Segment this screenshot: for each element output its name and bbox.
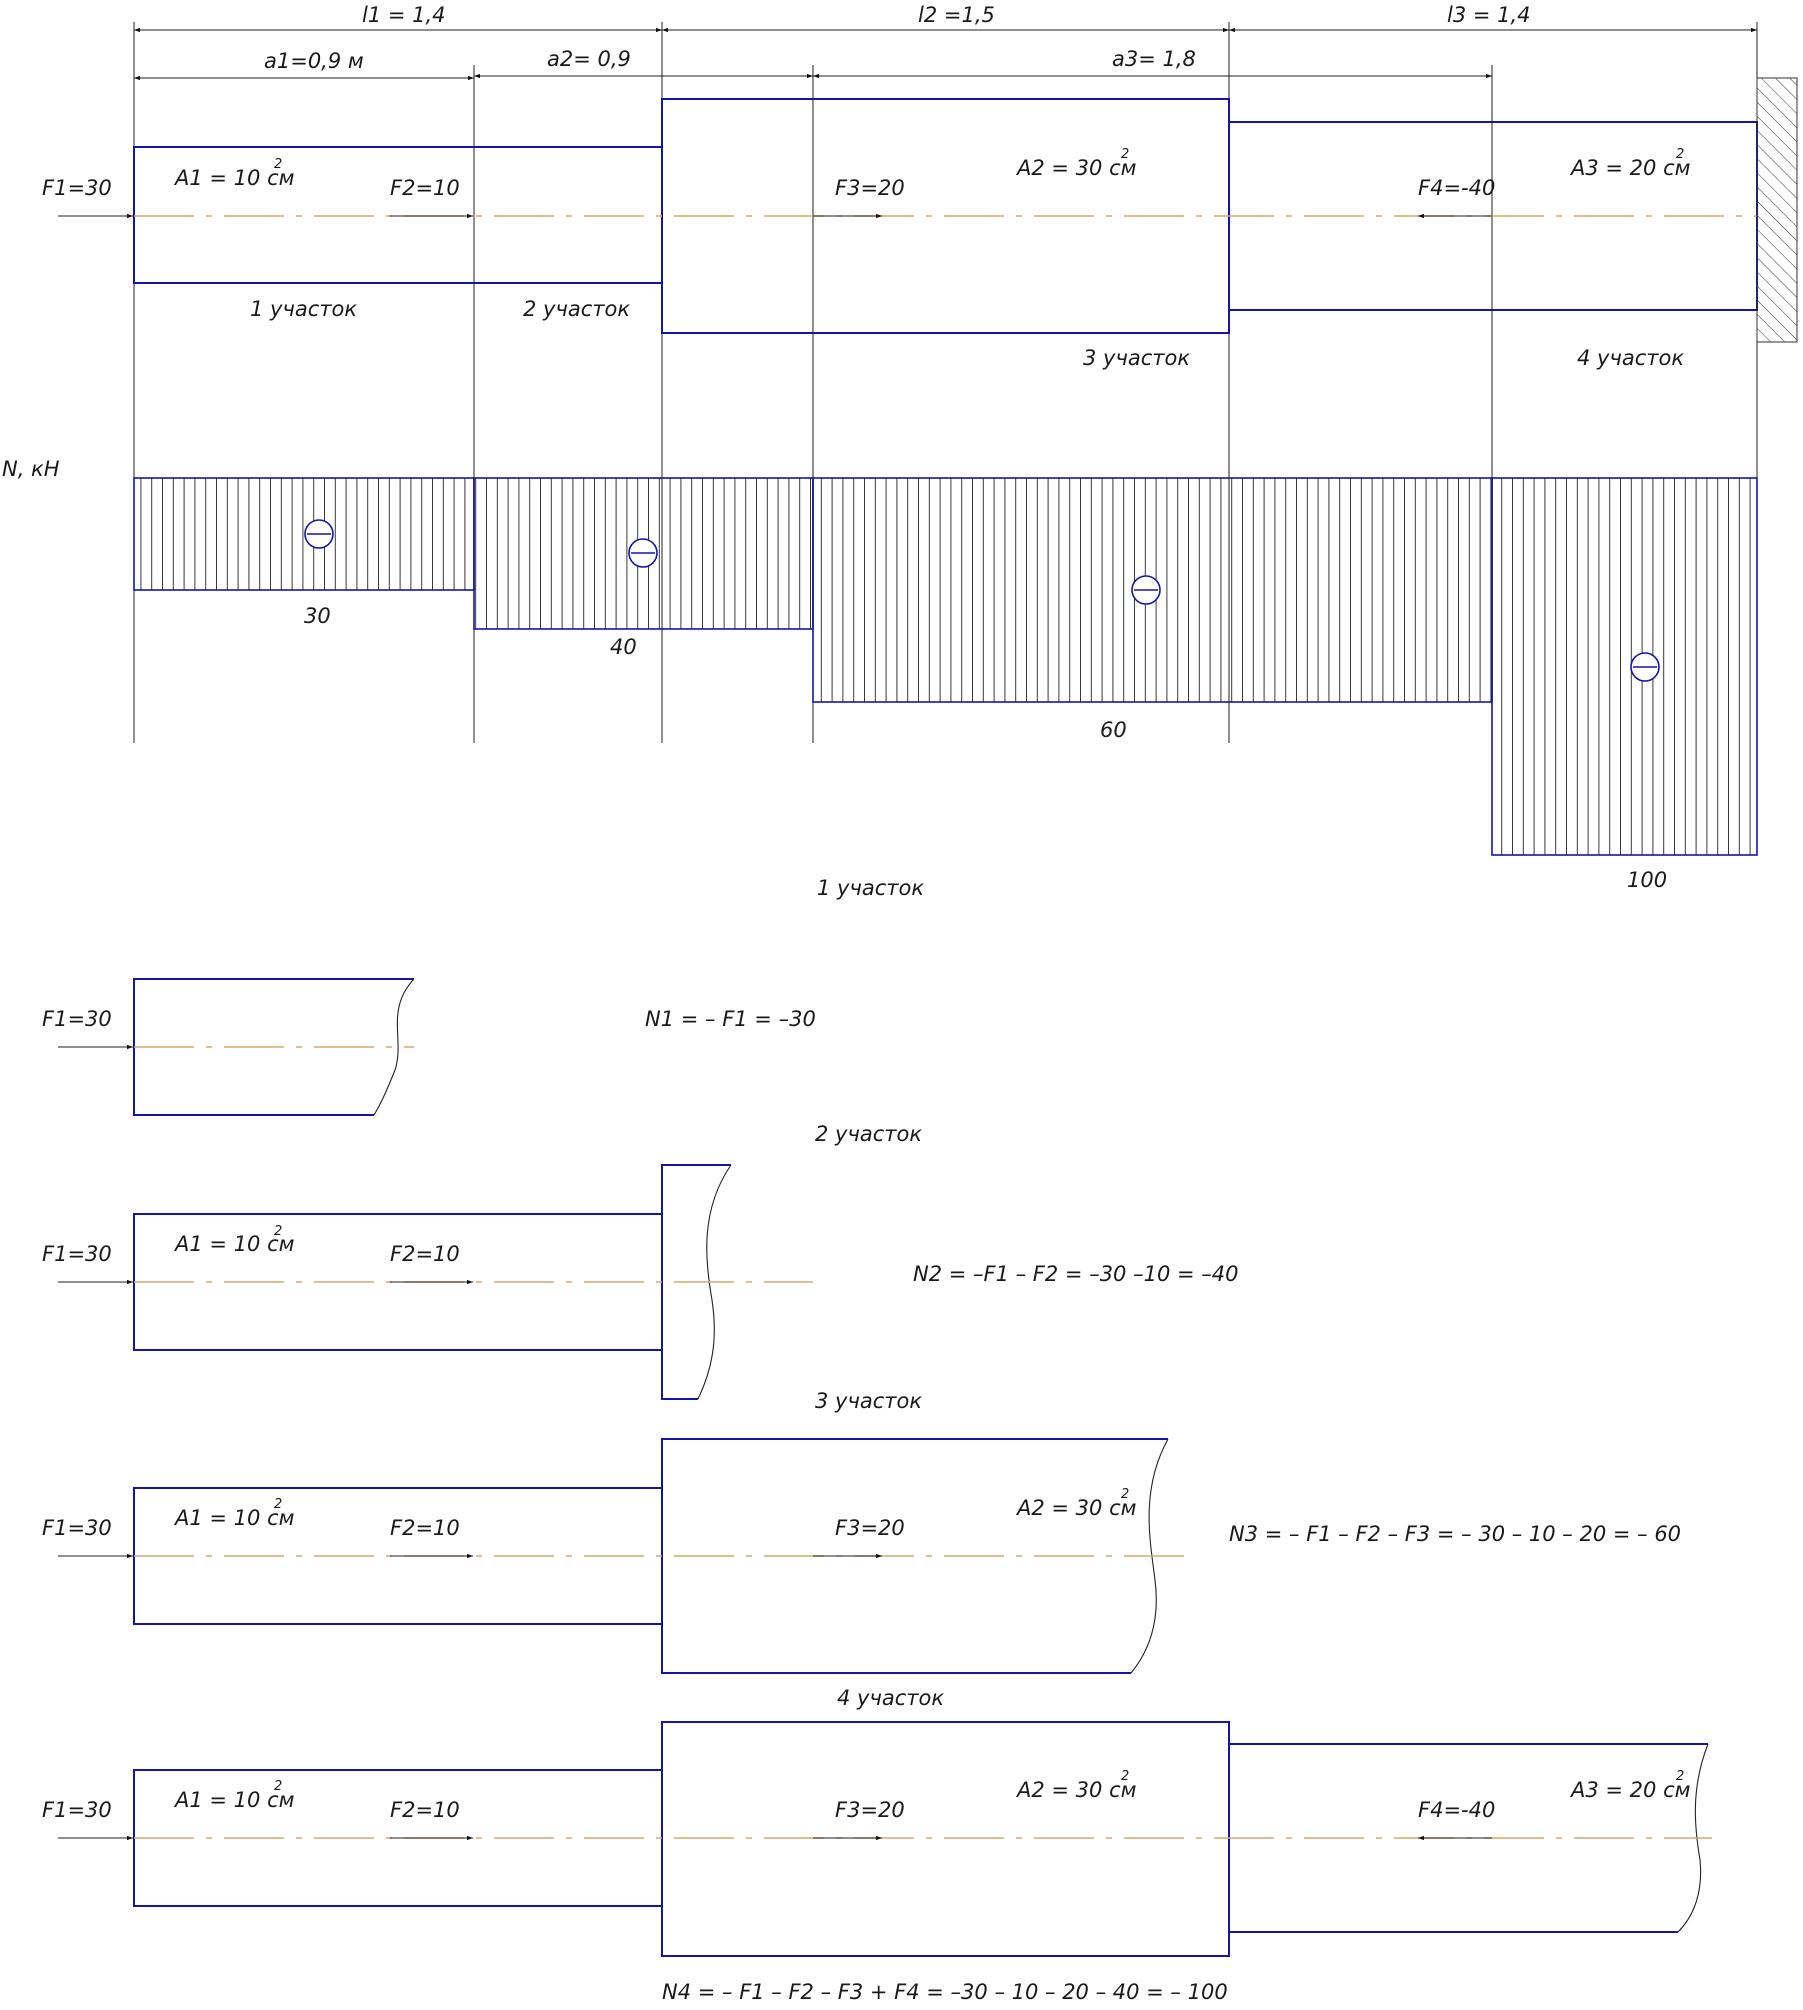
equation-n3: N3 = – F1 – F2 – F3 = – 30 – 10 – 20 = –…: [1229, 1522, 1681, 1546]
section-2-force-f2: F2=10: [390, 1242, 460, 1266]
force-f4: F4=-40: [1418, 176, 1495, 200]
dim-a3: a3= 1,8: [1112, 47, 1196, 71]
section-2-cut: 2 участок F1=30 F2=10 A1 = 10 см 2 N2 = …: [42, 1122, 1238, 1400]
section-4-force-f2: F2=10: [390, 1798, 460, 1822]
section-4-force-f3: F3=20: [835, 1798, 905, 1822]
fixed-support-wall: [1756, 77, 1798, 343]
section-4-cut: 4 участок F1=30 F2=10 F3=20 F4=-40 A1 = …: [42, 1686, 1712, 2004]
section-label-4: 4 участок: [1577, 346, 1684, 370]
section-4-title: 4 участок: [837, 1686, 944, 1710]
area-a3: A3 = 20 см: [1569, 156, 1691, 180]
area-a2: A2 = 30 см: [1015, 156, 1137, 180]
equation-n2: N2 = –F1 – F2 = –30 –10 = –40: [913, 1262, 1238, 1286]
section-4-area-a2-exp: 2: [1121, 1769, 1129, 1784]
section-3-area-a2-exp: 2: [1121, 1487, 1129, 1502]
dim-a1: a1=0,9 м: [264, 49, 364, 73]
section-label-3: 3 участок: [1083, 346, 1190, 370]
main-scheme: l1 = 1,4 l2 =1,5 l3 = 1,4 a1=0,9 м a2= 0…: [42, 3, 1798, 855]
epure-value-2: 40: [610, 635, 637, 659]
epure-value-1: 30: [304, 604, 331, 628]
section-3-title: 3 участок: [815, 1389, 922, 1413]
section-4-area-a3-exp: 2: [1676, 1769, 1684, 1784]
minus-sign-icon: [304, 519, 1660, 682]
section-4-area-a1-exp: 2: [274, 1779, 282, 1794]
dim-l3: l3 = 1,4: [1447, 3, 1531, 27]
area-a1: A1 = 10 см: [173, 166, 295, 190]
section-3-area-a1: A1 = 10 см: [173, 1506, 295, 1530]
dim-l1: l1 = 1,4: [362, 3, 446, 27]
epure-value-3: 60: [1100, 718, 1127, 742]
force-f1: F1=30: [42, 176, 112, 200]
section-1-title: 1 участок: [817, 876, 924, 900]
dim-a2: a2= 0,9: [547, 47, 631, 71]
area-a2-exp: 2: [1121, 147, 1129, 162]
section-3-force-f1: F1=30: [42, 1516, 112, 1540]
section-2-area-a1: A1 = 10 см: [173, 1232, 295, 1256]
section-4-area-a3: A3 = 20 см: [1569, 1778, 1691, 1802]
epure-segment-1: [133, 477, 475, 591]
section-3-area-a1-exp: 2: [274, 1497, 282, 1512]
epure-axis-label: N, кН: [2, 457, 60, 481]
section-4-force-f1: F1=30: [42, 1798, 112, 1822]
section-4-force-f4: F4=-40: [1418, 1798, 1495, 1822]
force-f3: F3=20: [835, 176, 905, 200]
section-2-title: 2 участок: [815, 1122, 922, 1146]
dimension-lines: [134, 27, 1757, 81]
section-1-cut: 1 участок F1=30 N1 = – F1 = –30: [42, 876, 924, 1116]
axial-force-epure: N, кН 30 40 60 100: [2, 457, 1758, 892]
section-4-area-a2: A2 = 30 см: [1015, 1778, 1137, 1802]
section-2-force-f1: F1=30: [42, 1242, 112, 1266]
section-label-2: 2 участок: [523, 297, 630, 321]
section-4-area-a1: A1 = 10 см: [173, 1788, 295, 1812]
area-a1-exp: 2: [274, 157, 282, 172]
section-3-cut: 3 участок F1=30 F2=10 F3=20 A1 = 10 см 2…: [42, 1389, 1681, 1674]
section-3-force-f2: F2=10: [390, 1516, 460, 1540]
section-3-area-a2: A2 = 30 см: [1015, 1496, 1137, 1520]
epure-segment-4: [1491, 477, 1758, 856]
force-f2: F2=10: [390, 176, 460, 200]
section-label-1: 1 участок: [250, 297, 357, 321]
area-a3-exp: 2: [1676, 147, 1684, 162]
section-2-area-a1-exp: 2: [274, 1224, 282, 1239]
section-3-force-f3: F3=20: [835, 1516, 905, 1540]
equation-n1: N1 = – F1 = –30: [645, 1007, 816, 1031]
dim-l2: l2 =1,5: [918, 3, 995, 27]
epure-value-4: 100: [1627, 868, 1667, 892]
section-1-force-f1: F1=30: [42, 1007, 112, 1031]
equation-n4: N4 = – F1 – F2 – F3 + F4 = –30 – 10 – 20…: [662, 1980, 1228, 2004]
